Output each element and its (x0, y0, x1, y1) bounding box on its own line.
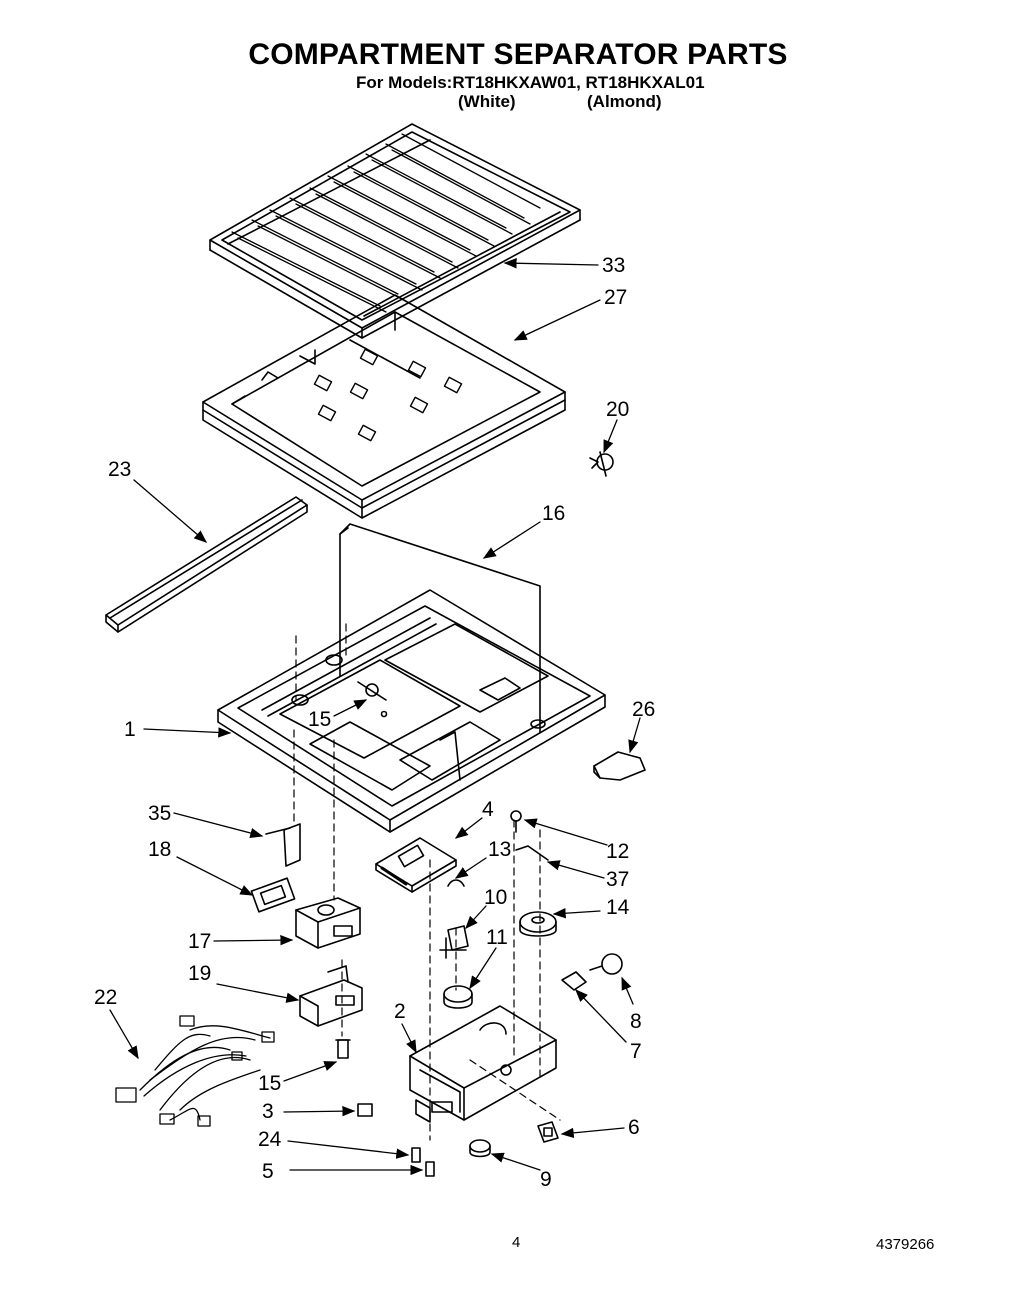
models-line: For Models:RT18HKXAW01, RT18HKXAL01 (356, 73, 705, 92)
callout-16: 16 (542, 502, 565, 525)
part-26-cover (593, 751, 646, 781)
part-14-knob (519, 911, 557, 937)
part-19-bracket (299, 965, 363, 1027)
part-15-screw-upper (357, 681, 388, 718)
callout-11: 11 (486, 926, 508, 949)
callout-4: 4 (482, 798, 494, 821)
part-18-gasket (250, 877, 296, 913)
part-37-clip (515, 845, 549, 861)
variant-white: (White) (458, 92, 516, 111)
part-3-clip (357, 1103, 373, 1117)
part-5-screw (425, 1161, 435, 1177)
page-title: COMPARTMENT SEPARATOR PARTS (248, 38, 788, 71)
part-16-wire (339, 523, 541, 733)
callout-9: 9 (540, 1168, 552, 1191)
callout-3: 3 (262, 1100, 274, 1123)
callout-5: 5 (262, 1160, 274, 1183)
part-15-screw-lower (335, 1039, 351, 1059)
callout-12: 12 (606, 840, 629, 863)
part-23-trim-strip (105, 496, 308, 633)
part-24-screw (411, 1147, 421, 1163)
callout-10: 10 (484, 886, 507, 909)
callout-6: 6 (628, 1116, 640, 1139)
callout-8: 8 (630, 1010, 642, 1033)
variant-almond: (Almond) (587, 92, 662, 111)
callout-labels: 33 27 20 23 16 1 15 26 35 4 12 18 13 37 … (94, 254, 655, 1191)
part-9-grommet (469, 1139, 491, 1158)
part-1-separator-pan (217, 589, 606, 833)
callout-14: 14 (606, 896, 630, 919)
callout-26: 26 (632, 698, 655, 721)
part-12-screw (510, 810, 522, 833)
part-35-bracket (265, 823, 301, 867)
callout-37: 37 (606, 868, 629, 891)
leader-lines (109, 258, 641, 1176)
part-22-wire-harness (115, 1015, 275, 1127)
part-20-fastener (589, 451, 614, 477)
callout-27: 27 (604, 286, 627, 309)
part-11-knob (443, 985, 473, 1009)
callout-33: 33 (602, 254, 625, 277)
callout-2: 2 (394, 1000, 406, 1023)
callout-15-lower: 15 (258, 1072, 281, 1095)
part-10-switch (439, 925, 469, 959)
part-17-housing (295, 897, 361, 949)
callout-18: 18 (148, 838, 171, 861)
callout-35: 35 (148, 802, 171, 825)
part-4-control-board (375, 837, 457, 893)
callout-22: 22 (94, 986, 117, 1009)
part-13-spring (447, 879, 465, 887)
part-7-socket (561, 971, 587, 991)
callout-24: 24 (258, 1128, 282, 1151)
part-8-light-bulb (589, 953, 623, 975)
callout-20: 20 (606, 398, 629, 421)
page-number: 4 (512, 1234, 521, 1251)
part-27-frame (202, 294, 566, 519)
callout-13: 13 (488, 838, 511, 861)
part-33-shelf-grille (209, 123, 581, 339)
part-6-connector (537, 1121, 559, 1143)
callout-19: 19 (188, 962, 211, 985)
part-2-control-housing (409, 1005, 557, 1123)
callout-23: 23 (108, 458, 131, 481)
callout-7: 7 (630, 1040, 642, 1063)
callout-1: 1 (124, 718, 136, 741)
document-number: 4379266 (876, 1236, 935, 1253)
callout-17: 17 (188, 930, 211, 953)
callout-15-upper: 15 (308, 708, 331, 731)
